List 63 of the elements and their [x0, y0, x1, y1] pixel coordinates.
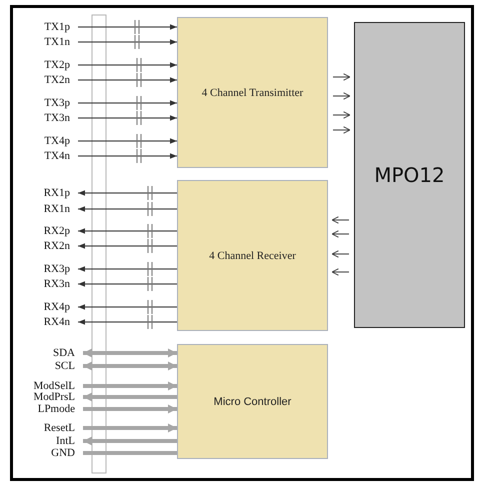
signal-bus-arrow: [83, 362, 177, 370]
signal-bus-arrow: [83, 424, 177, 432]
pin-label: TX4n: [18, 149, 70, 163]
pin-label: RX1p: [18, 186, 70, 200]
arrow: [78, 138, 178, 144]
pin-label: RX2n: [18, 239, 70, 253]
pin-label: TX2n: [18, 73, 70, 87]
arrow: [332, 126, 350, 134]
arrow: [78, 304, 178, 310]
arrow: [78, 190, 178, 196]
arrow: [332, 230, 350, 238]
pin-label: RX3p: [18, 262, 70, 276]
arrow: [78, 115, 178, 121]
signal-bus-arrow: [83, 404, 177, 414]
arrow: [78, 281, 178, 287]
arrow: [78, 100, 178, 106]
signal-bus-arrow: [83, 392, 177, 402]
pin-label: SCL: [23, 359, 75, 373]
arrow: [332, 250, 350, 258]
signal-bus-arrow: [83, 348, 177, 358]
arrow: [78, 243, 178, 249]
pin-label: ResetL: [23, 421, 75, 435]
pin-label: RX2p: [18, 224, 70, 238]
block-title: Micro Controller: [214, 396, 292, 408]
block-title: MPO12: [374, 163, 445, 187]
arrow: [332, 111, 350, 119]
pin-label: RX4p: [18, 300, 70, 314]
signal-bus-arrow: [83, 436, 177, 446]
connector-block: [354, 22, 465, 328]
pin-label: TX3p: [18, 96, 70, 110]
arrow: [78, 77, 178, 83]
arrow: [78, 319, 178, 325]
controller-block: [177, 344, 328, 459]
arrow: [332, 268, 350, 276]
pin-label: SDA: [23, 346, 75, 360]
receiver-block: [177, 180, 328, 331]
arrow: [78, 39, 178, 45]
pin-label: TX3n: [18, 111, 70, 125]
pin-label: TX1n: [18, 35, 70, 49]
transmitter-block: [177, 17, 328, 168]
pin-label: LPmode: [23, 402, 75, 416]
pin-label: RX1n: [18, 202, 70, 216]
arrow: [78, 62, 178, 68]
pin-label: RX3n: [18, 277, 70, 291]
arrow: [78, 206, 178, 212]
arrow: [78, 24, 178, 30]
arrow: [78, 228, 178, 234]
signal-bus-arrow: [83, 382, 177, 390]
arrow: [332, 216, 350, 224]
pin-label: RX4n: [18, 315, 70, 329]
pin-label: TX2p: [18, 58, 70, 72]
arrow: [332, 73, 350, 81]
arrow: [332, 92, 350, 100]
pin-label: ModPrsL: [23, 390, 75, 404]
pin-label: GND: [23, 446, 75, 460]
pin-label: TX4p: [18, 134, 70, 148]
pin-label: ModSelL: [23, 379, 75, 393]
pin-label: IntL: [23, 434, 75, 448]
arrow: [78, 266, 178, 272]
arrow: [78, 153, 178, 159]
block-title: 4 Channel Transimitter: [202, 86, 304, 98]
block-title: 4 Channel Receiver: [209, 250, 296, 262]
pin-label: TX1p: [18, 20, 70, 34]
